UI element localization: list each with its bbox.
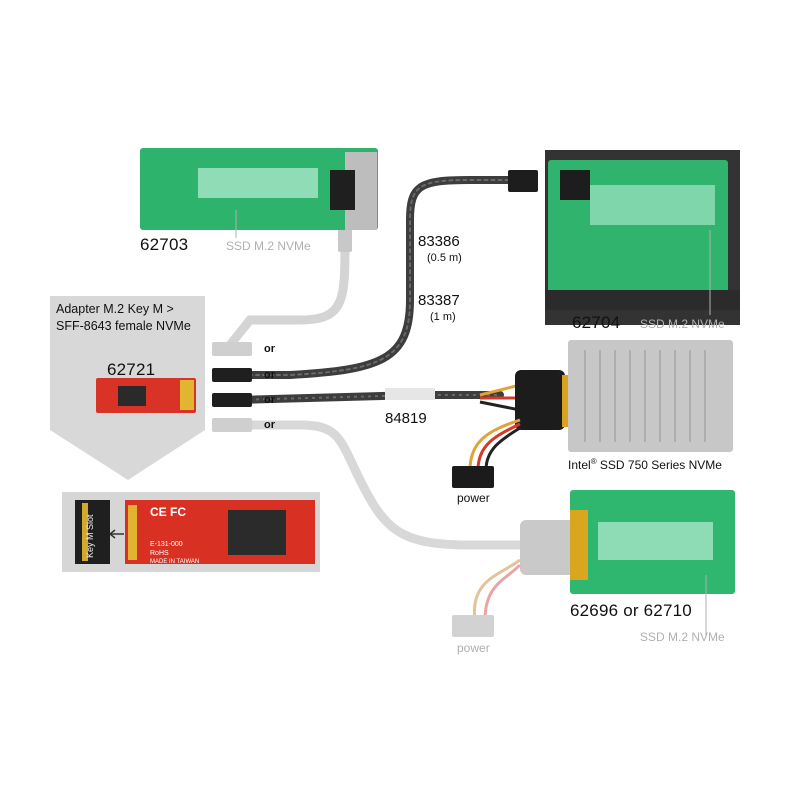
board-rohs-text: RoHS <box>150 550 169 557</box>
or-label-1: or <box>264 343 275 355</box>
or-label-4: or <box>264 419 275 431</box>
product-number-62696-62710: 62696 or 62710 <box>570 601 692 620</box>
intel-registered-mark: ® <box>590 457 597 466</box>
cable-number-83386: 83386 <box>418 233 460 250</box>
or-label-2: or <box>264 369 275 381</box>
board-62704 <box>545 150 740 325</box>
or-label-3: or <box>264 394 275 406</box>
cable-number-84819: 84819 <box>385 410 427 427</box>
caption-62704: SSD M.2 NVMe <box>640 317 725 331</box>
caption-62703: SSD M.2 NVMe <box>226 239 311 253</box>
adapter-description-line2: SFF-8643 female NVMe <box>56 319 191 333</box>
board-62703 <box>140 148 378 238</box>
intel-ssd-caption: Intel® SSD 750 Series NVMe <box>568 457 722 472</box>
caption-62696: SSD M.2 NVMe <box>640 630 725 644</box>
adapter-62721-panel <box>50 296 205 480</box>
board-62696 <box>570 490 735 636</box>
board-made-in-text: MADE IN TAIWAN <box>150 559 200 565</box>
cable-83386-83387 <box>231 170 538 379</box>
cable-ends <box>212 342 252 432</box>
product-number-62721: 62721 <box>107 360 156 379</box>
faded-cable-to-62703 <box>225 226 352 350</box>
detail-view <box>62 492 320 572</box>
adapter-description-line1: Adapter M.2 Key M > <box>56 302 174 316</box>
key-m-slot-label: Key M Slot <box>85 514 95 558</box>
cable-length-83387: (1 m) <box>430 311 456 323</box>
product-number-62703: 62703 <box>140 235 189 254</box>
intel-ssd-750 <box>568 340 733 452</box>
cable-number-83387: 83387 <box>418 292 460 309</box>
board-part-text: E-131-000 <box>150 541 183 548</box>
product-number-62704: 62704 <box>572 313 621 332</box>
power-label-faded: power <box>457 641 490 655</box>
board-ce-mark: CE FC <box>150 505 186 519</box>
cable-length-83386: (0.5 m) <box>427 252 462 264</box>
power-label: power <box>457 491 490 505</box>
intel-brand: Intel <box>568 458 591 472</box>
intel-caption-rest: SSD 750 Series NVMe <box>596 458 722 472</box>
